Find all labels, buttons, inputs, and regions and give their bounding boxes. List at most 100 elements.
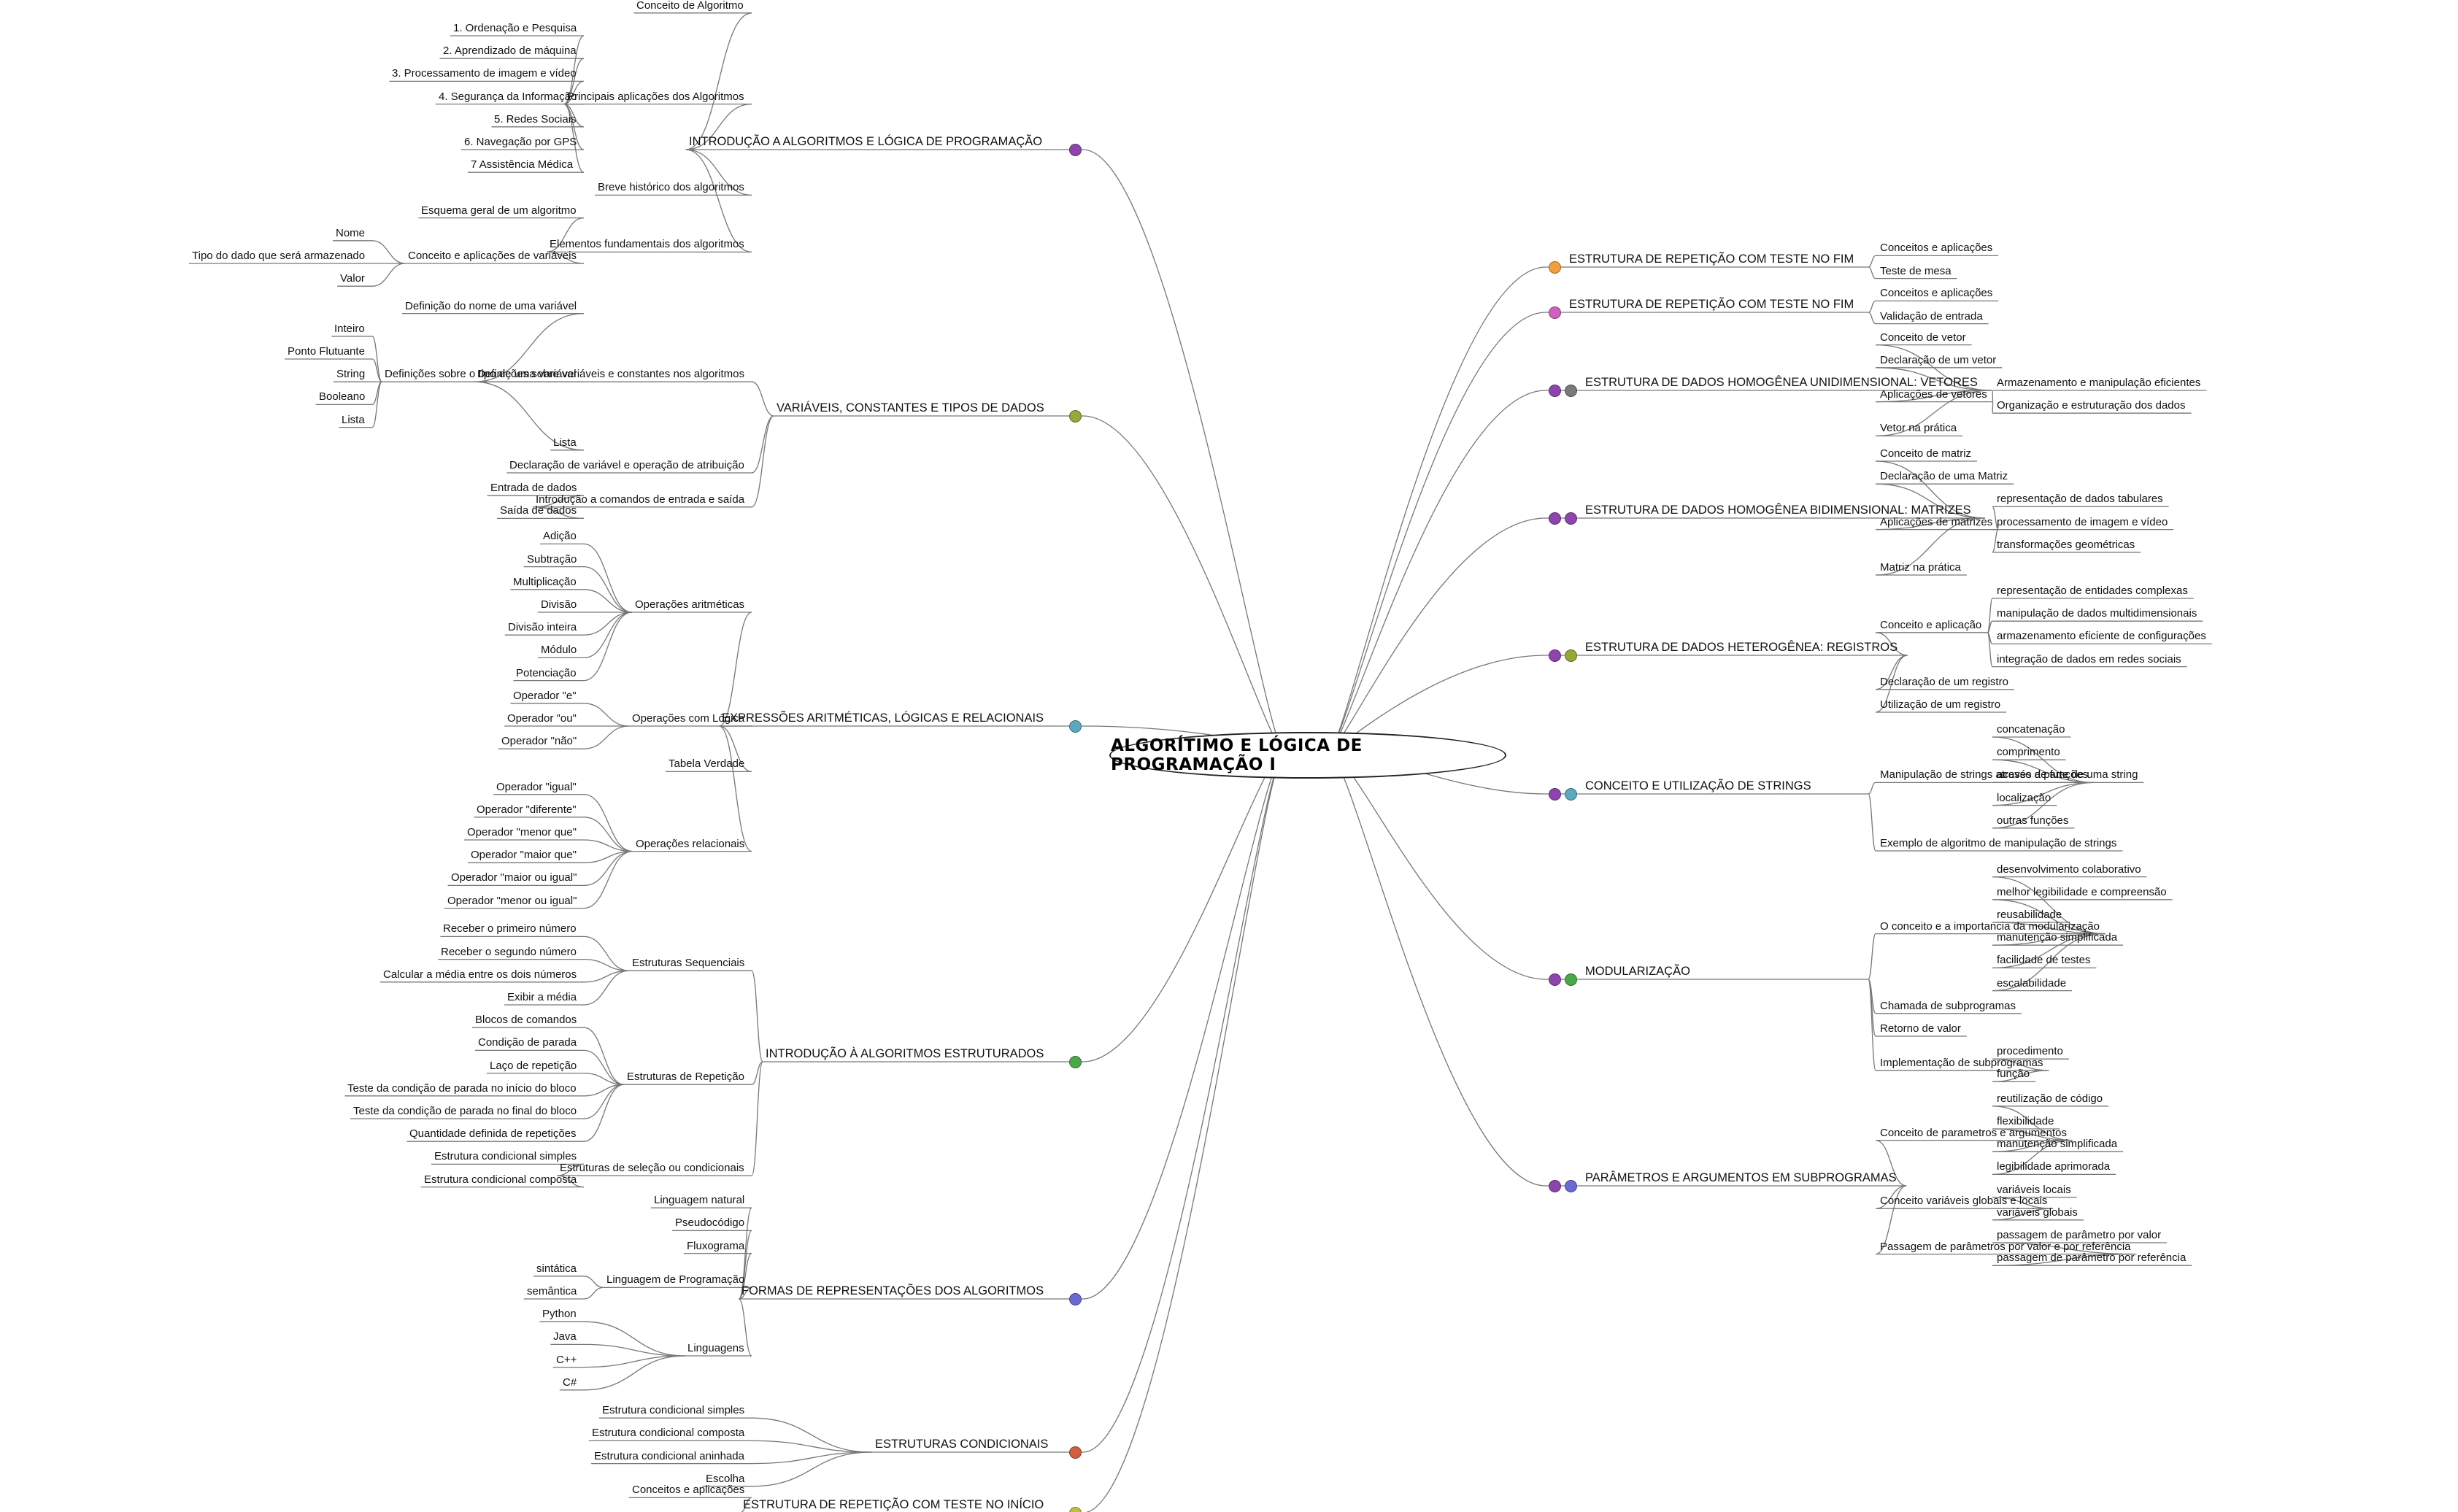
topic-label[interactable]: comprimento	[1997, 746, 2060, 758]
topic-label[interactable]: manutenção simplificada	[1997, 931, 2118, 944]
topic-label[interactable]: função	[1997, 1068, 2030, 1080]
topic-label[interactable]: localização	[1997, 792, 2051, 804]
main-topic-label[interactable]: VARIÁVEIS, CONSTANTES E TIPOS DE DADOS	[777, 401, 1044, 414]
topic-label[interactable]: Definição do nome de uma variável	[405, 300, 577, 312]
topic-label[interactable]: Operador "maior ou igual"	[451, 871, 577, 884]
topic-label[interactable]: representação de dados tabulares	[1997, 493, 2163, 505]
topic-label[interactable]: Aplicações de vetores	[1880, 388, 1987, 401]
topic-label[interactable]: String	[336, 368, 366, 380]
topic-label[interactable]: Conceito de matriz	[1880, 447, 1972, 460]
topic-label[interactable]: Teste de mesa	[1880, 265, 1952, 277]
topic-label[interactable]: Aplicações de matrizes	[1880, 516, 1993, 528]
topic-label[interactable]: Blocos de comandos	[475, 1014, 577, 1026]
topic-label[interactable]: variáveis locais	[1997, 1184, 2071, 1196]
topic-label[interactable]: C++	[556, 1354, 577, 1366]
topic-label[interactable]: Teste da condição de parada no início do…	[347, 1082, 577, 1095]
topic-label[interactable]: Java	[553, 1330, 577, 1343]
main-topic-label[interactable]: CONCEITO E UTILIZAÇÃO DE STRINGS	[1585, 779, 1811, 792]
topic-label[interactable]: Valor	[340, 272, 365, 285]
topic-label[interactable]: Calcular a média entre os dois números	[383, 968, 577, 981]
topic-label[interactable]: Operações relacionais	[636, 838, 745, 850]
topic-label[interactable]: Receber o segundo número	[441, 946, 577, 958]
topic-label[interactable]: Tabela Verdade	[669, 757, 745, 770]
topic-label[interactable]: 3. Processamento de imagem e vídeo	[392, 67, 577, 80]
topic-label[interactable]: Estrutura condicional composta	[592, 1427, 745, 1439]
topic-label[interactable]: Operador "menor ou igual"	[447, 895, 577, 907]
topic-label[interactable]: outras funções	[1997, 814, 2069, 827]
topic-label[interactable]: C#	[563, 1376, 577, 1389]
topic-label[interactable]: Operador "maior que"	[471, 849, 577, 861]
main-topic-label[interactable]: ESTRUTURA DE REPETIÇÃO COM TESTE NO FIM	[1569, 298, 1854, 311]
topic-label[interactable]: Inteiro	[334, 323, 365, 335]
topic-label[interactable]: Exemplo de algoritmo de manipulação de s…	[1880, 837, 2117, 849]
topic-label[interactable]: Conceitos e aplicações	[1880, 287, 1993, 299]
main-topic-label[interactable]: ESTRUTURAS CONDICIONAIS	[875, 1438, 1049, 1451]
topic-label[interactable]: Conceito de Algoritmo	[636, 0, 744, 12]
topic-label[interactable]: Estrutura condicional composta	[424, 1173, 577, 1186]
topic-label[interactable]: Organização e estruturação dos dados	[1997, 399, 2186, 412]
topic-label[interactable]: Multiplicação	[513, 576, 577, 588]
topic-label[interactable]: Saída de dados	[500, 504, 577, 517]
topic-label[interactable]: Quantidade definida de repetições	[409, 1127, 577, 1140]
topic-label[interactable]: Estrutura condicional simples	[434, 1150, 577, 1162]
topic-label[interactable]: Nome	[336, 227, 366, 239]
topic-label[interactable]: Declaração de um vetor	[1880, 354, 1997, 366]
topic-label[interactable]: Adição	[543, 530, 577, 542]
topic-label[interactable]: Condição de parada	[478, 1036, 577, 1049]
topic-label[interactable]: Linguagem de Programação	[606, 1273, 745, 1286]
topic-label[interactable]: Operações com Lógica	[632, 712, 745, 725]
topic-label[interactable]: 2. Aprendizado de máquina	[443, 45, 577, 57]
topic-label[interactable]: Divisão	[541, 598, 577, 611]
topic-label[interactable]: processamento de imagem e vídeo	[1997, 516, 2168, 528]
topic-label[interactable]: Exibir a média	[507, 991, 577, 1003]
topic-label[interactable]: 1. Ordenação e Pesquisa	[453, 22, 577, 34]
topic-label[interactable]: concatenação	[1997, 723, 2065, 736]
topic-label[interactable]: flexibilidade	[1997, 1115, 2054, 1127]
topic-label[interactable]: Booleano	[319, 390, 366, 403]
main-topic-label[interactable]: FORMAS DE REPRESENTAÇÕES DOS ALGORITMOS	[741, 1284, 1044, 1297]
topic-label[interactable]: Operador "e"	[513, 690, 577, 702]
topic-label[interactable]: Escolha	[706, 1473, 745, 1485]
main-topic-label[interactable]: PARÂMETROS E ARGUMENTOS EM SUBPROGRAMAS	[1585, 1171, 1897, 1184]
topic-label[interactable]: Estrutura condicional aninhada	[594, 1450, 744, 1462]
topic-label[interactable]: Declaração de um registro	[1880, 676, 2008, 688]
topic-label[interactable]: facilidade de testes	[1997, 954, 2091, 966]
topic-label[interactable]: Esquema geral de um algoritmo	[421, 204, 577, 217]
topic-label[interactable]: Lista	[553, 436, 577, 449]
topic-label[interactable]: 4. Segurança da Informação	[439, 90, 577, 103]
topic-label[interactable]: Vetor na prática	[1880, 422, 1957, 434]
topic-label[interactable]: Armazenamento e manipulação eficientes	[1997, 377, 2201, 389]
topic-label[interactable]: representação de entidades complexas	[1997, 585, 2188, 597]
topic-label[interactable]: Conceitos e aplicações	[1880, 242, 1993, 254]
topic-label[interactable]: Receber o primeiro número	[443, 922, 577, 935]
topic-label[interactable]: Estruturas de seleção ou condicionais	[560, 1162, 744, 1174]
topic-label[interactable]: Conceito de parametros e argumentos	[1880, 1127, 2067, 1139]
topic-label[interactable]: Operador "diferente"	[477, 803, 577, 816]
topic-label[interactable]: Breve histórico dos algoritmos	[598, 181, 744, 193]
main-topic-label[interactable]: ESTRUTURA DE DADOS HOMOGÊNEA BIDIMENSION…	[1585, 504, 1971, 517]
topic-label[interactable]: reusabilidade	[1997, 909, 2062, 921]
topic-label[interactable]: Passagem de parâmetros por valor e por r…	[1880, 1241, 2131, 1253]
topic-label[interactable]: Módulo	[541, 644, 577, 656]
topic-label[interactable]: Definições sobre variáveis e constantes …	[477, 368, 745, 380]
topic-label[interactable]: Estruturas de Repetição	[627, 1071, 744, 1083]
topic-label[interactable]: Introdução a comandos de entrada e saída	[536, 493, 745, 506]
topic-label[interactable]: Retorno de valor	[1880, 1022, 1961, 1035]
topic-label[interactable]: Python	[542, 1308, 577, 1320]
topic-label[interactable]: procedimento	[1997, 1045, 2063, 1057]
topic-label[interactable]: manipulação de dados multidimensionais	[1997, 607, 2197, 620]
topic-label[interactable]: Matriz na prática	[1880, 561, 1961, 574]
topic-label[interactable]: Ponto Flutuante	[288, 345, 365, 358]
main-topic-label[interactable]: ESTRUTURA DE DADOS HOMOGÊNEA UNIDIMENSIO…	[1585, 376, 1978, 389]
topic-label[interactable]: Operador "menor que"	[467, 826, 577, 838]
topic-label[interactable]: Linguagens	[687, 1342, 744, 1354]
topic-label[interactable]: Utilização de um registro	[1880, 698, 2001, 711]
topic-label[interactable]: Laço de repetição	[490, 1060, 577, 1072]
topic-label[interactable]: Conceito e aplicação	[1880, 619, 1982, 631]
topic-label[interactable]: Conceito variáveis globais e locais	[1880, 1195, 2048, 1207]
topic-label[interactable]: Validação de entrada	[1880, 310, 1983, 323]
topic-label[interactable]: passagem de parâmetro por valor	[1997, 1229, 2162, 1241]
main-topic-label[interactable]: INTRODUÇÃO A ALGORITMOS E LÓGICA DE PROG…	[689, 135, 1043, 148]
central-topic[interactable]: ALGORÍTIMO E LÓGICA DE PROGRAMAÇÃO I	[1109, 732, 1506, 779]
main-topic-label[interactable]: ESTRUTURA DE REPETIÇÃO COM TESTE NO FIM	[1569, 252, 1854, 266]
